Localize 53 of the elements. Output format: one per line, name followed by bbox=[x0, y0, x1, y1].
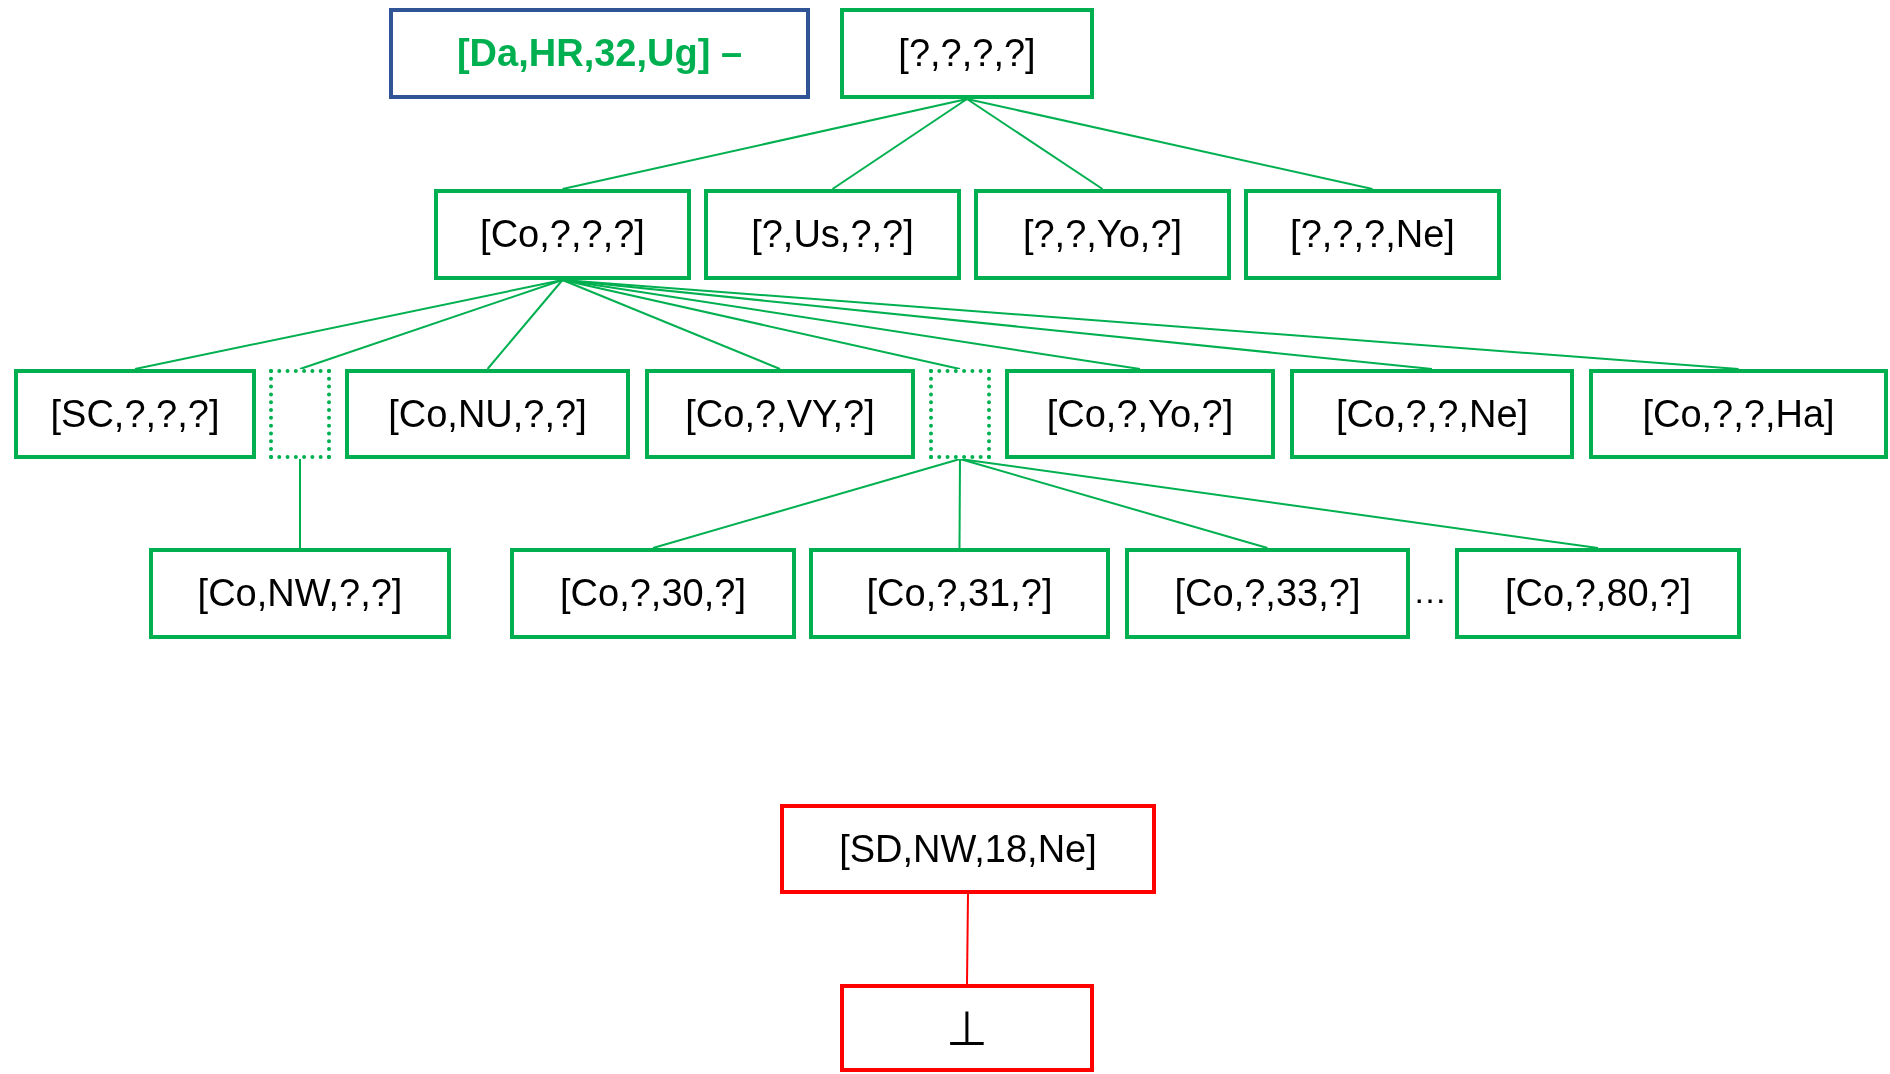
node-label: [Co,?,?,?] bbox=[480, 213, 645, 256]
tree-node-box bbox=[1244, 189, 1501, 280]
tree-node-box bbox=[14, 369, 256, 459]
connector-line bbox=[959, 458, 1599, 549]
node-label: [Co,?,31,?] bbox=[866, 572, 1053, 615]
connector-line bbox=[652, 458, 961, 549]
connector-line bbox=[966, 893, 969, 985]
tree-node-box bbox=[149, 548, 451, 639]
node-label: ⊥ bbox=[946, 1001, 988, 1056]
connector-line bbox=[561, 279, 781, 370]
node-label: [?,?,Yo,?] bbox=[1022, 213, 1183, 256]
connector-line bbox=[966, 98, 1374, 190]
connector-line bbox=[299, 279, 564, 370]
node-label: [Co,?,?,Ha] bbox=[1642, 392, 1835, 436]
tree-node-box bbox=[1005, 369, 1275, 459]
tree-node-box bbox=[645, 369, 915, 459]
connector-line bbox=[299, 458, 301, 549]
node-label: [Co,?,80,?] bbox=[1505, 572, 1691, 615]
node-label: [Co,NW,?,?] bbox=[197, 572, 403, 615]
connector-line bbox=[486, 279, 564, 370]
tree-node-box bbox=[1125, 548, 1410, 639]
tree-node-box bbox=[704, 189, 961, 280]
tree-node-box bbox=[974, 189, 1231, 280]
tree-node-box bbox=[345, 369, 630, 459]
node-label: [Co,?,30,?] bbox=[560, 572, 746, 615]
tree-node-box bbox=[840, 8, 1094, 99]
tree-node-box bbox=[510, 548, 796, 639]
placeholder-box bbox=[929, 369, 991, 459]
tree-node-box bbox=[1290, 369, 1574, 459]
connector-line bbox=[958, 458, 961, 549]
node-label: [Co,?,?,Ne] bbox=[1335, 392, 1529, 436]
state-box bbox=[780, 804, 1156, 894]
connector-line bbox=[966, 98, 1104, 190]
connector-line bbox=[831, 98, 968, 190]
node-label: [Co,?,VY,?] bbox=[685, 392, 875, 436]
tree-node-box bbox=[809, 548, 1110, 639]
node-label: [Co,?,Yo,?] bbox=[1046, 392, 1234, 436]
connector-line bbox=[959, 458, 1269, 549]
state-box bbox=[840, 984, 1094, 1072]
node-label: [?,?,?,Ne] bbox=[1290, 213, 1455, 256]
node-label: [?,Us,?,?] bbox=[751, 213, 914, 256]
placeholder-box bbox=[269, 369, 331, 459]
tree-node-box bbox=[1589, 369, 1888, 459]
node-label: [?,?,?,?] bbox=[898, 32, 1036, 75]
node-label: [Da,HR,32,Ug] – bbox=[456, 32, 743, 75]
node-label: [SC,?,?,?] bbox=[50, 392, 220, 436]
node-label: [Co,NU,?,?] bbox=[388, 392, 587, 436]
node-label: [Co,?,33,?] bbox=[1174, 572, 1361, 615]
node-label: [SD,NW,18,Ne] bbox=[839, 827, 1097, 871]
tree-node-box bbox=[1455, 548, 1741, 639]
tree-node-box bbox=[434, 189, 691, 280]
ellipsis-text: … bbox=[1413, 572, 1447, 611]
tree-node-box bbox=[389, 8, 810, 99]
